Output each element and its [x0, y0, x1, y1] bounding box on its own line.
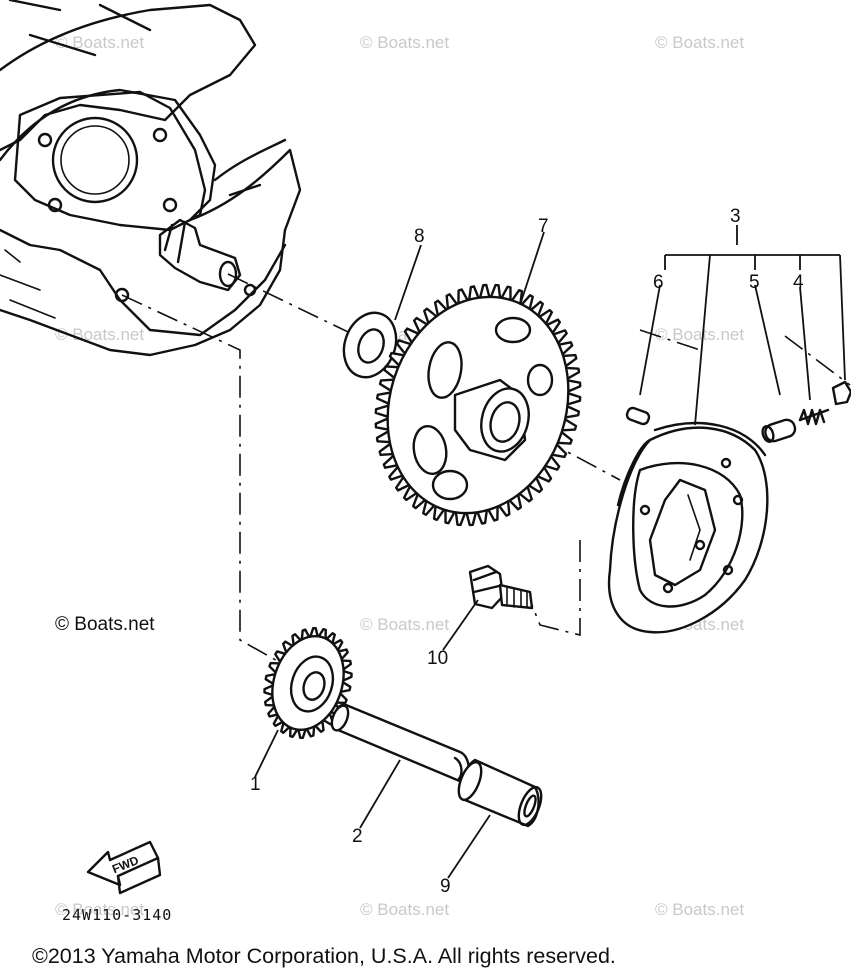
watermark: © Boats.net — [360, 900, 449, 919]
callout-2: 2 — [352, 826, 363, 847]
callout-4: 4 — [793, 272, 804, 293]
idler-gear-part-1 — [263, 626, 353, 740]
collar-part-9 — [457, 758, 543, 828]
watermark: © Boats.net — [655, 325, 744, 344]
fwd-arrow-icon: FWD — [86, 840, 162, 895]
watermark: © Boats.net — [55, 900, 144, 919]
watermark: © Boats.net — [655, 33, 744, 52]
clutch-body-part-3 — [607, 421, 769, 634]
cap-part-3 — [831, 380, 851, 406]
roller-part-5 — [761, 418, 797, 443]
washer-part-8 — [342, 311, 398, 379]
watermark: © Boats.net — [55, 325, 144, 344]
callout-5: 5 — [749, 272, 760, 293]
drawing-code: 24W110-3140 — [62, 906, 172, 924]
watermark: © Boats.net — [360, 33, 449, 52]
callout-8: 8 — [414, 226, 425, 247]
callout-9: 9 — [440, 876, 451, 897]
wheel-gear-part-7 — [374, 283, 582, 527]
callout-10: 10 — [427, 648, 448, 669]
watermark-main: © Boats.net — [55, 614, 155, 635]
callout-6: 6 — [653, 272, 664, 293]
crankcase-outline — [0, 0, 302, 357]
callout-3: 3 — [730, 206, 741, 227]
watermark: © Boats.net — [55, 33, 144, 52]
leader-lines — [254, 225, 846, 879]
bolt-part-10 — [468, 564, 534, 610]
pin-part-6 — [625, 406, 651, 426]
callout-1: 1 — [250, 774, 261, 795]
copyright-notice: ©2013 Yamaha Motor Corporation, U.S.A. A… — [32, 944, 616, 968]
watermark: © Boats.net — [655, 900, 744, 919]
callout-labels: 1 2 3 4 5 6 7 8 9 10 — [250, 206, 804, 897]
spring-part-4 — [798, 408, 830, 426]
watermark: © Boats.net — [360, 615, 449, 634]
shaft-part-2 — [330, 703, 470, 784]
clutch-small-parts — [625, 380, 851, 443]
callout-7: 7 — [538, 216, 549, 237]
